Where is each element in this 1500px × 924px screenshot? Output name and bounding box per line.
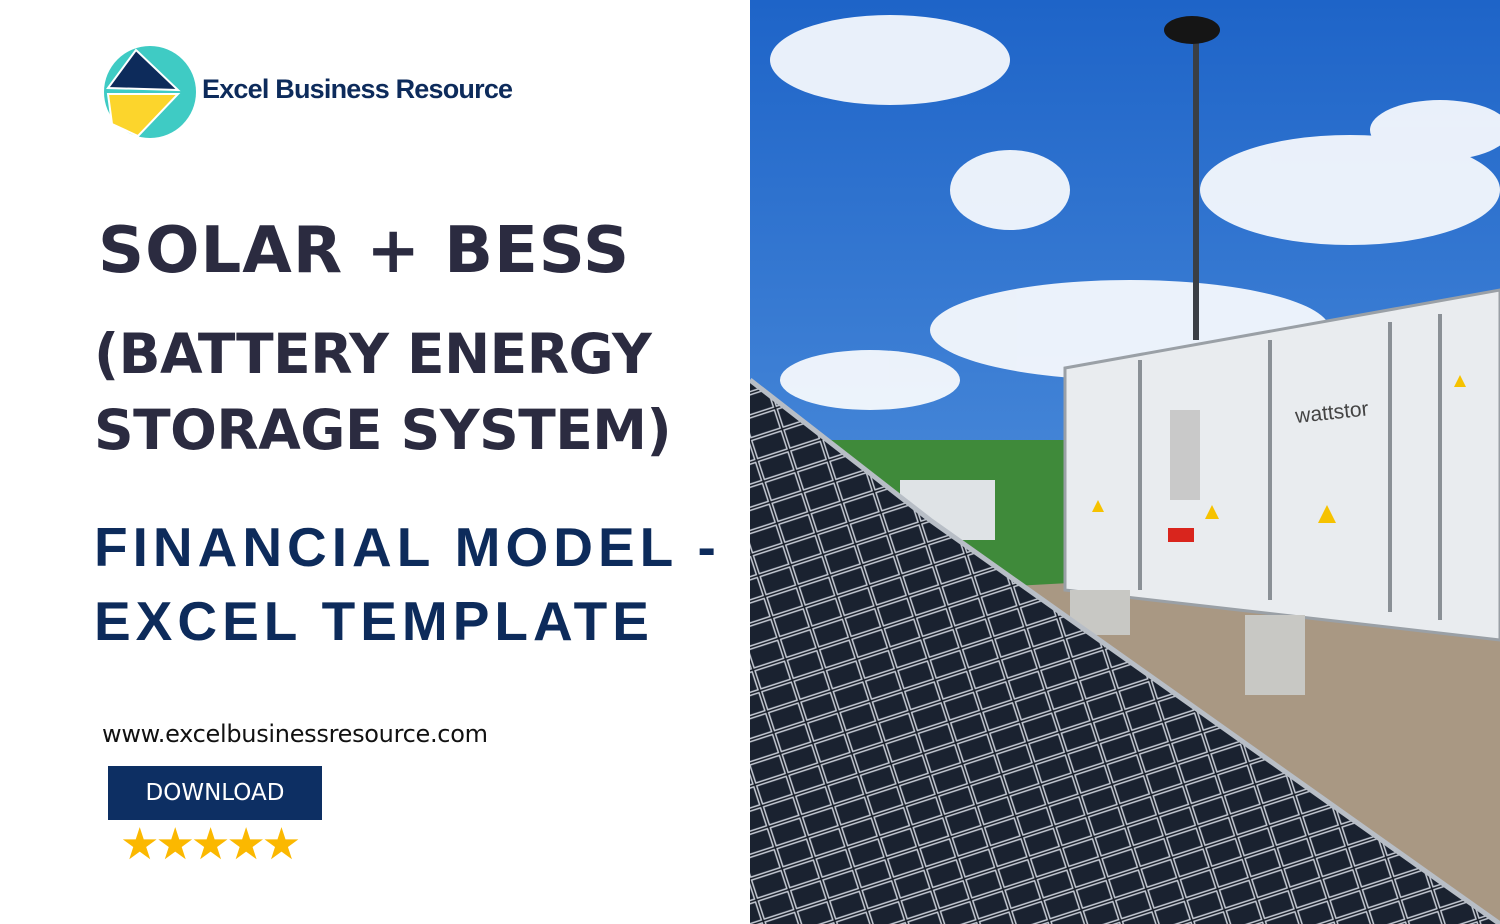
download-button[interactable]: DOWNLOAD [108,766,322,820]
website-link[interactable]: www.excelbusinessresource.com [102,720,488,748]
star-rating: ★★★★★ [120,820,301,869]
battery-container-icon: wattstor [1063,288,1500,695]
brand-logo-icon [104,46,196,138]
product-title: FINANCIAL MODEL - EXCEL TEMPLATE [94,510,744,658]
headline-line-3: STORAGE SYSTEM) [94,398,672,462]
solar-panel-icon [750,380,1500,924]
headline-title: SOLAR + BESS [98,214,631,288]
solar-bess-photo: wattstor [750,0,1500,924]
headline-line-2: (BATTERY ENERGY [94,322,652,386]
product-line-1: FINANCIAL MODEL - [94,516,721,578]
headline-subtitle: (BATTERY ENERGY STORAGE SYSTEM) [94,316,672,468]
product-line-2: EXCEL TEMPLATE [94,590,654,652]
brand-name: Excel Business Resource [202,74,513,104]
